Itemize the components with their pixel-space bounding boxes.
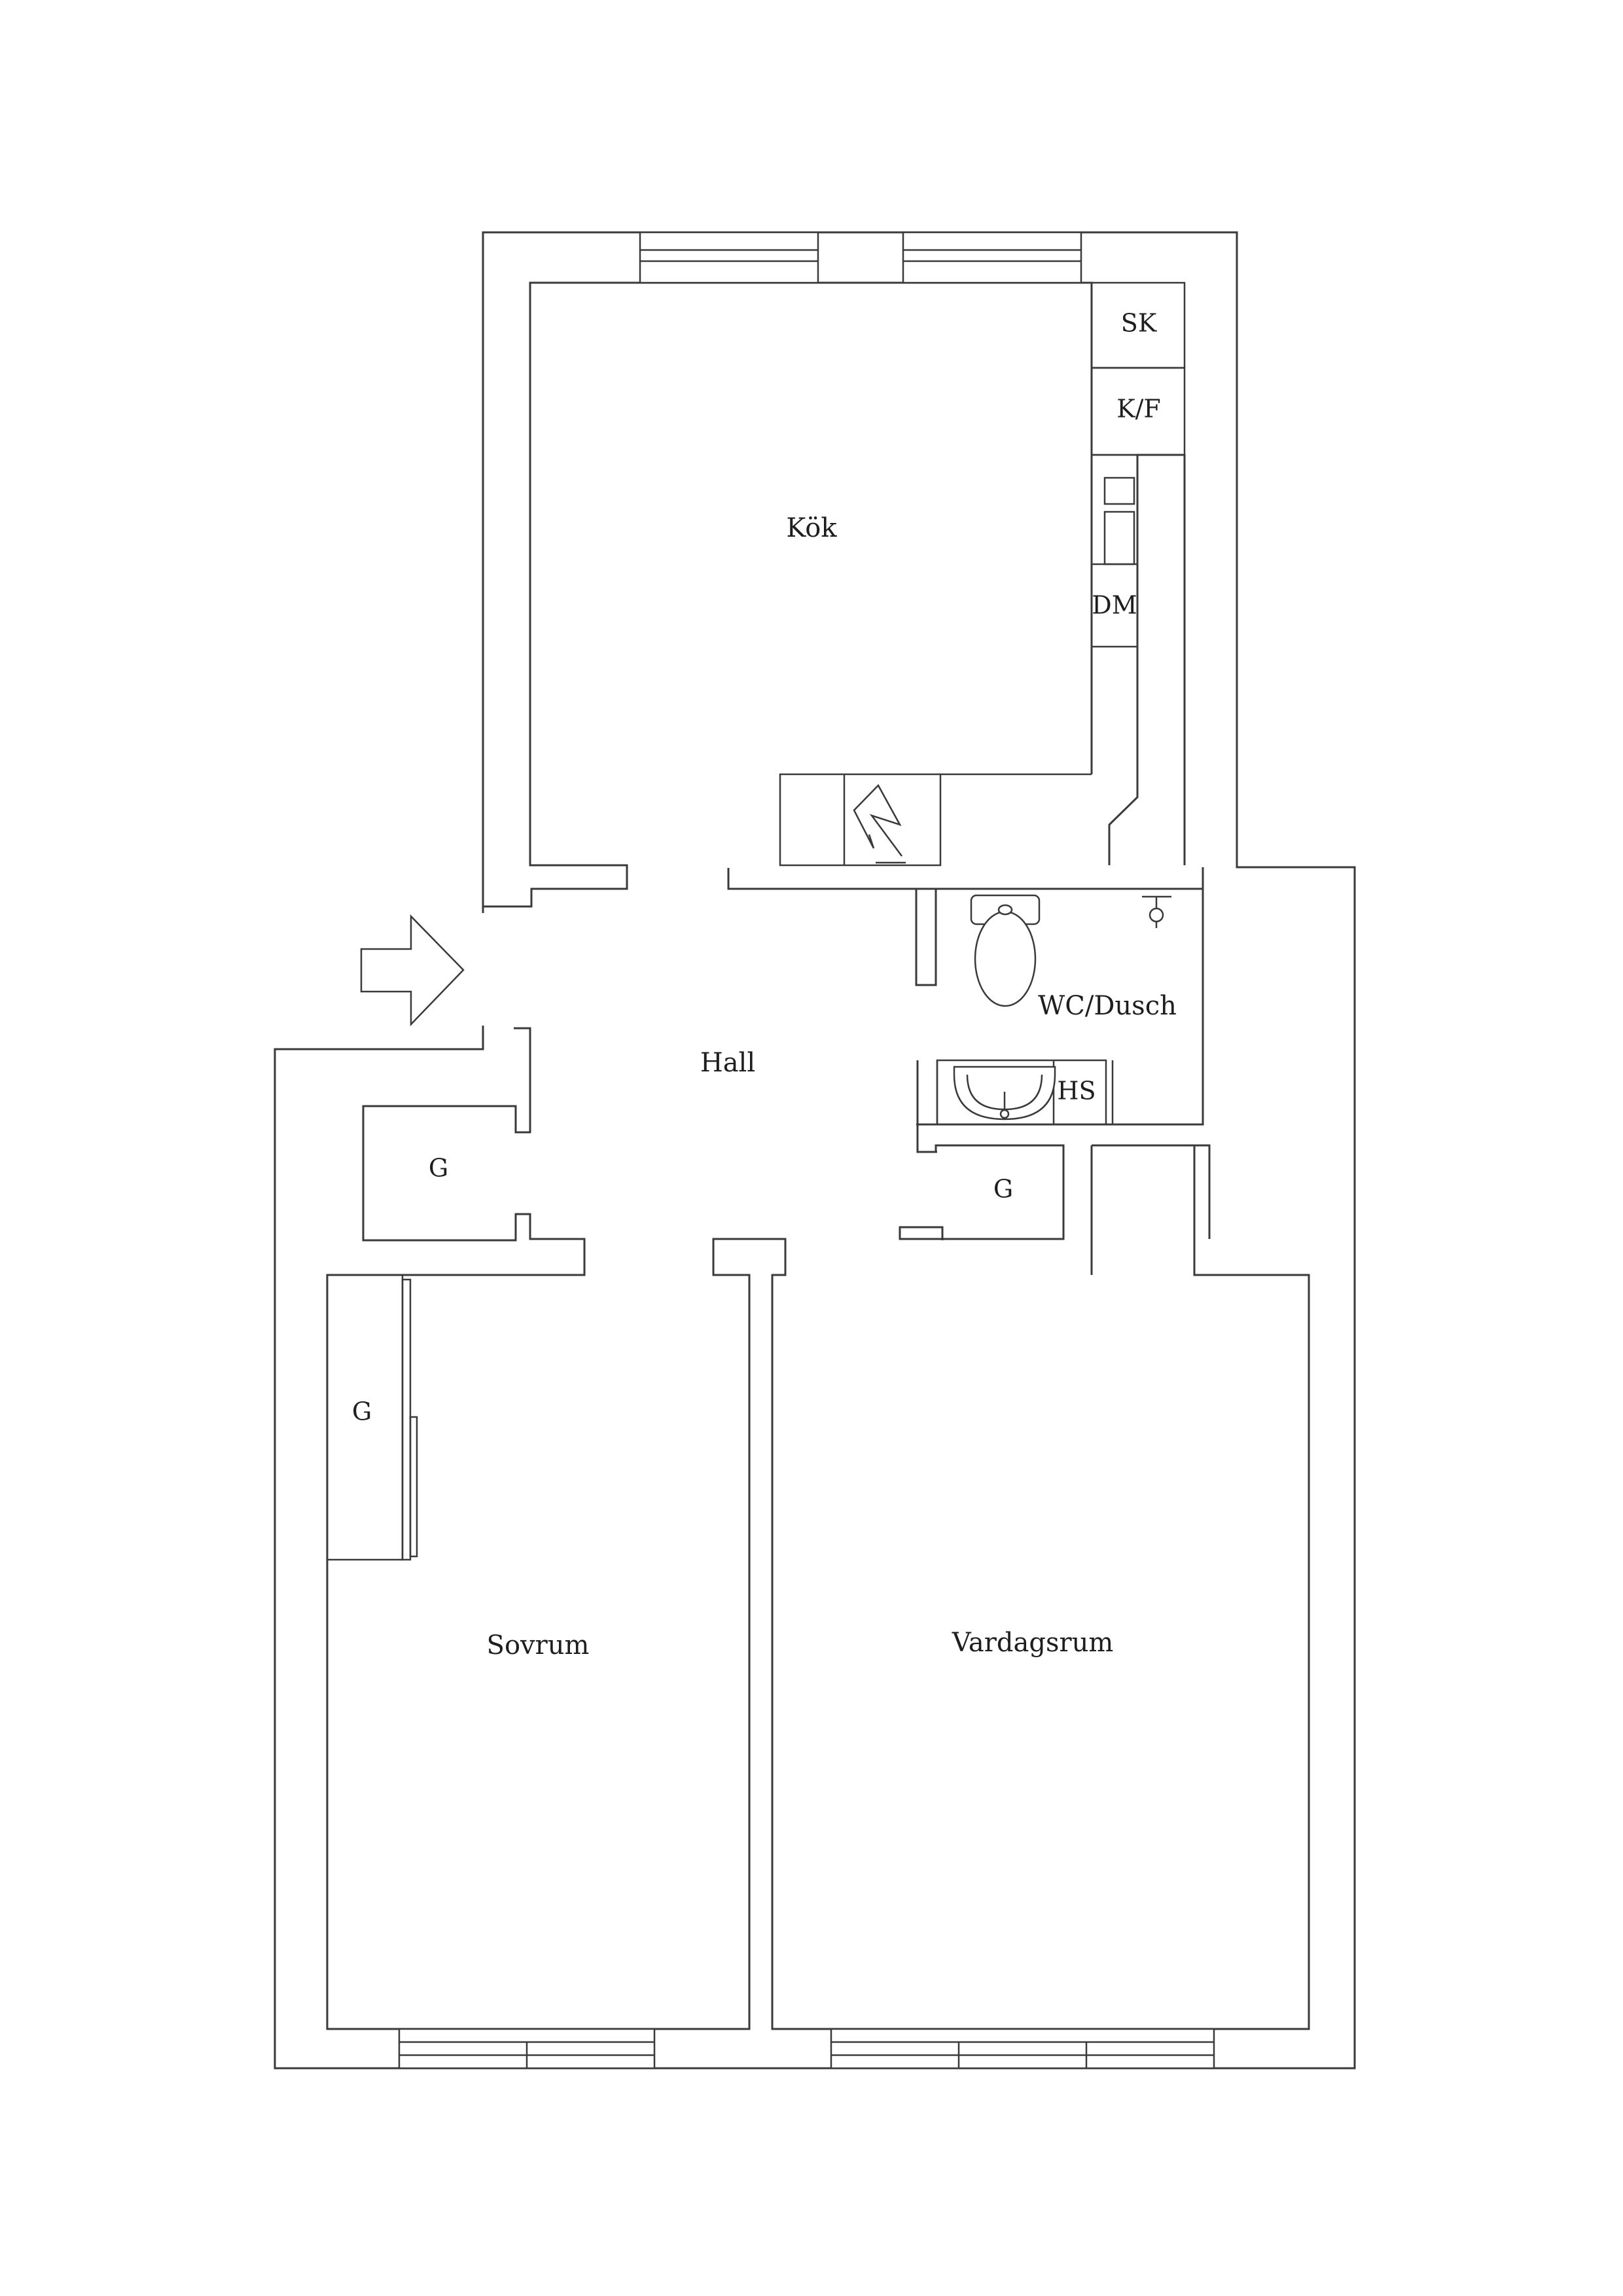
window-kitchen-left <box>639 231 819 284</box>
kitchen-cabinets <box>1090 281 1186 648</box>
sink-icon <box>953 1066 1056 1121</box>
room-label-kok: Kök <box>786 513 837 543</box>
hall-closet-right <box>899 1144 1211 1275</box>
label-sk: SK <box>1121 309 1157 338</box>
room-label-hall: Hall <box>700 1048 755 1078</box>
window-bedroom <box>398 2028 656 2070</box>
toilet-icon <box>970 894 1041 1007</box>
label-kf: K/F <box>1116 395 1161 423</box>
entrance-arrow-icon <box>360 914 465 1027</box>
shower-icon <box>1142 895 1171 928</box>
bedroom-wardrobe <box>326 1274 418 1561</box>
room-label-wc-dusch: WC/Dusch <box>1038 991 1177 1021</box>
label-dm: DM <box>1092 591 1137 620</box>
label-g-hall-right: G <box>993 1175 1013 1204</box>
window-kitchen-right <box>902 231 1082 284</box>
room-label-sovrum: Sovrum <box>487 1630 590 1660</box>
chimney-icon <box>853 783 906 864</box>
label-hs: HS <box>1057 1077 1096 1105</box>
window-living-room <box>830 2028 1215 2070</box>
label-g-hall-left: G <box>429 1154 448 1183</box>
outer-wall <box>274 231 1356 2070</box>
label-g-sovrum: G <box>352 1397 372 1426</box>
bathroom-walls <box>915 889 1204 1153</box>
room-label-vardagsrum: Vardagsrum <box>952 1628 1114 1658</box>
hall-closet-left <box>326 1027 1310 2030</box>
